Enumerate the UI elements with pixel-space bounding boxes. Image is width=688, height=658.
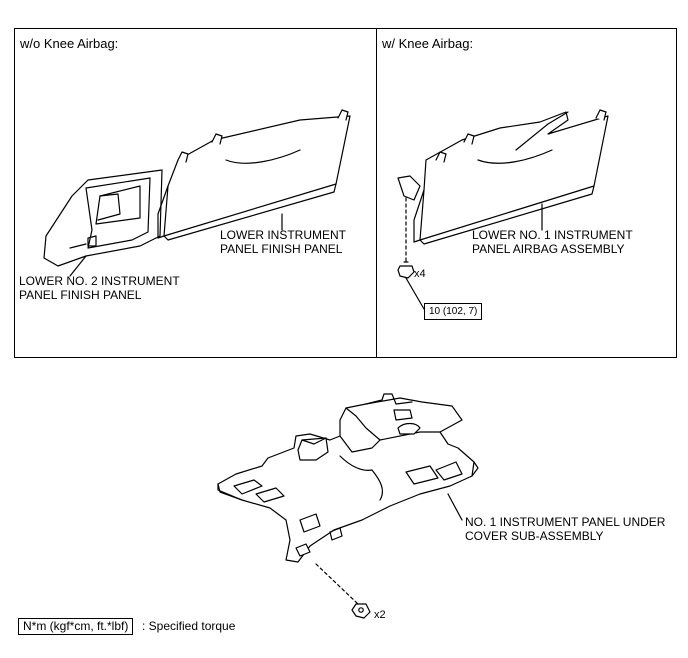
lower-finish-panel-label-line1: LOWER INSTRUMENT [220, 228, 346, 242]
lower-no2-finish-panel-label-line2: PANEL FINISH PANEL [19, 288, 142, 302]
lower-no2-finish-panel-drawing [43, 169, 163, 267]
under-cover-label-line1: NO. 1 INSTRUMENT PANEL UNDER [465, 515, 666, 529]
right-panel-frame [376, 28, 677, 358]
under-cover-label-line2: COVER SUB-ASSEMBLY [465, 529, 604, 543]
lower-finish-panel-drawing [157, 109, 351, 241]
with-knee-airbag-header: w/ Knee Airbag: [382, 36, 474, 51]
airbag-assembly-label-line1: LOWER NO. 1 INSTRUMENT [472, 228, 633, 242]
torque-value-box: 10 (102, 7) [424, 303, 483, 320]
without-knee-airbag-header: w/o Knee Airbag: [20, 36, 119, 51]
screw-count: x2 [374, 609, 386, 621]
airbag-assembly-label-line2: PANEL AIRBAG ASSEMBLY [472, 242, 625, 256]
under-cover-drawing [217, 393, 479, 563]
airbag-assembly-drawing [397, 109, 609, 245]
lower-no2-finish-panel-label-line1: LOWER NO. 2 INSTRUMENT [19, 274, 180, 288]
bolt-drawing [397, 261, 415, 279]
bolt-count: x4 [414, 268, 426, 280]
torque-legend-description: : Specified torque [142, 619, 236, 633]
lower-finish-panel-label-line2: PANEL FINISH PANEL [220, 242, 343, 256]
screw-drawing [351, 603, 371, 619]
torque-unit-legend-box: N*m (kgf*cm, ft.*lbf) [18, 618, 134, 635]
